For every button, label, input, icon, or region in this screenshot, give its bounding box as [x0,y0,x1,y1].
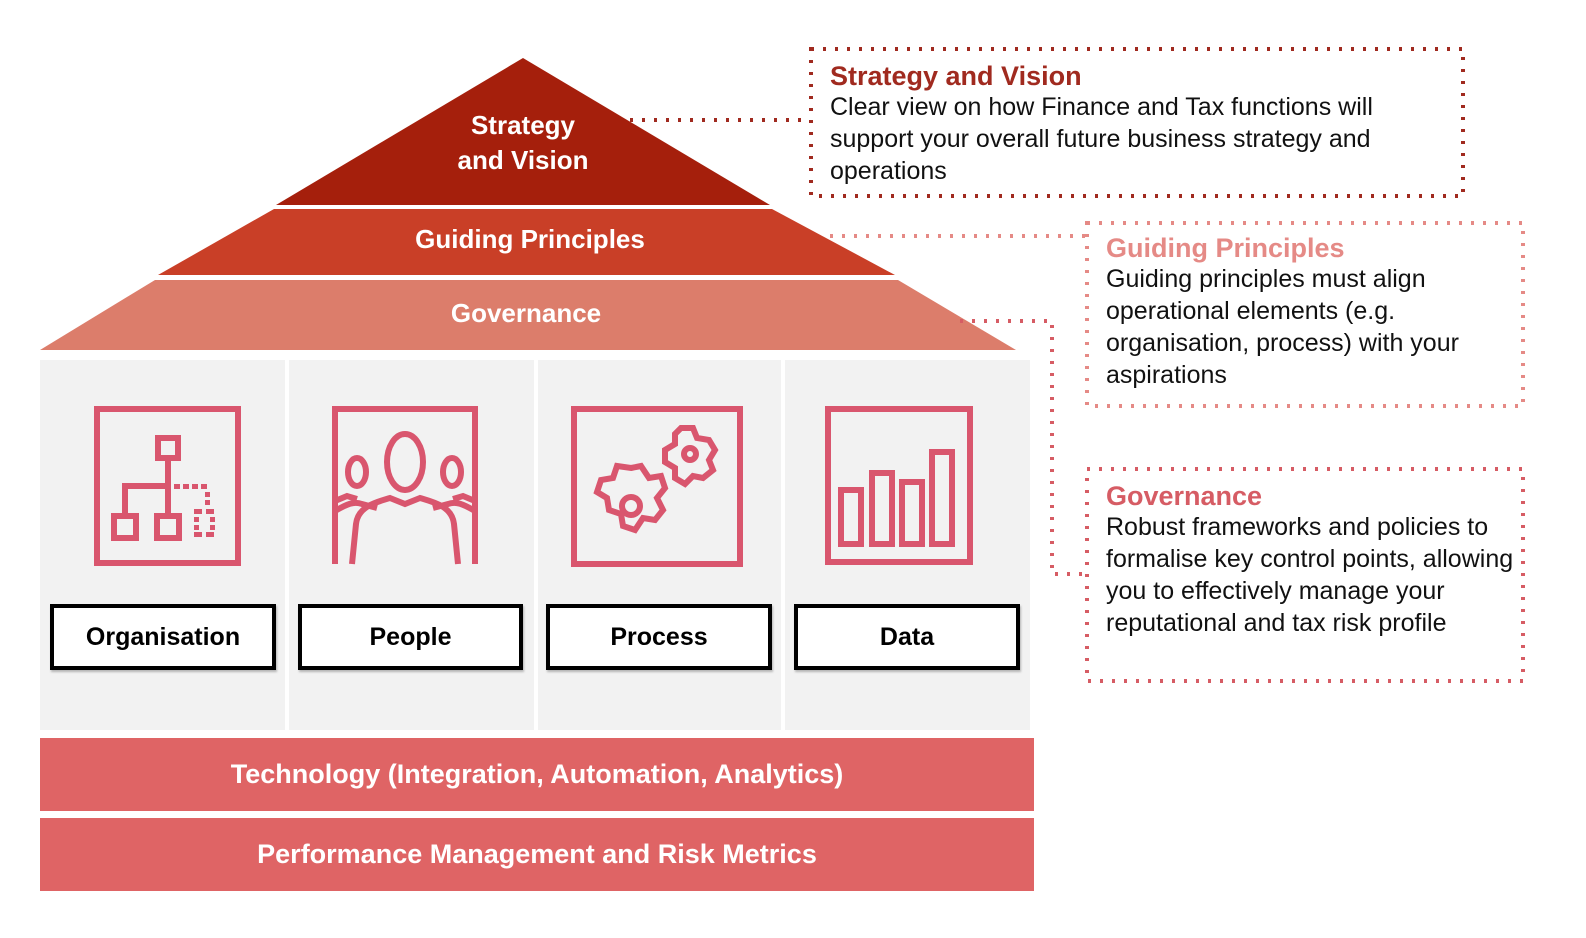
roof-strategy-label: Strategy and Vision [423,108,623,178]
callout-guiding: Guiding Principles Guiding principles mu… [1087,223,1523,403]
callout-governance-body: Robust frameworks and policies to formal… [1106,513,1514,637]
roof-tier-strategy [276,58,770,205]
people-icon [332,406,478,565]
pillar-label-data: Data [794,604,1020,670]
technology-band: Technology (Integration, Automation, Ana… [40,738,1034,811]
bar-chart-icon [825,406,973,565]
callout-governance: Governance Robust frameworks and policie… [1087,469,1523,651]
callout-guiding-body: Guiding principles must align operationa… [1106,265,1459,389]
roof-guiding-label: Guiding Principles [415,224,645,254]
performance-band: Performance Management and Risk Metrics [40,818,1034,891]
pillar-label-organisation: Organisation [50,604,276,670]
roof-governance-label: Governance [450,298,602,328]
pillar-label-people: People [298,604,523,670]
gears-icon [571,406,743,567]
roof-strategy-line2: and Vision [457,145,589,175]
pillar-label-process: Process [546,604,772,670]
roof-tier-governance [40,280,1016,350]
roof-strategy-line1: Strategy [470,110,576,140]
roof-tier-guiding [158,209,895,275]
callout-governance-title: Governance [1106,481,1263,511]
callout-strategy-title: Strategy and Vision [830,61,1082,91]
org-chart-icon [94,406,241,566]
callout-guiding-title: Guiding Principles [1106,233,1345,263]
callout-strategy: Strategy and Vision Clear view on how Fi… [811,49,1463,199]
callout-strategy-body: Clear view on how Finance and Tax functi… [830,93,1373,185]
